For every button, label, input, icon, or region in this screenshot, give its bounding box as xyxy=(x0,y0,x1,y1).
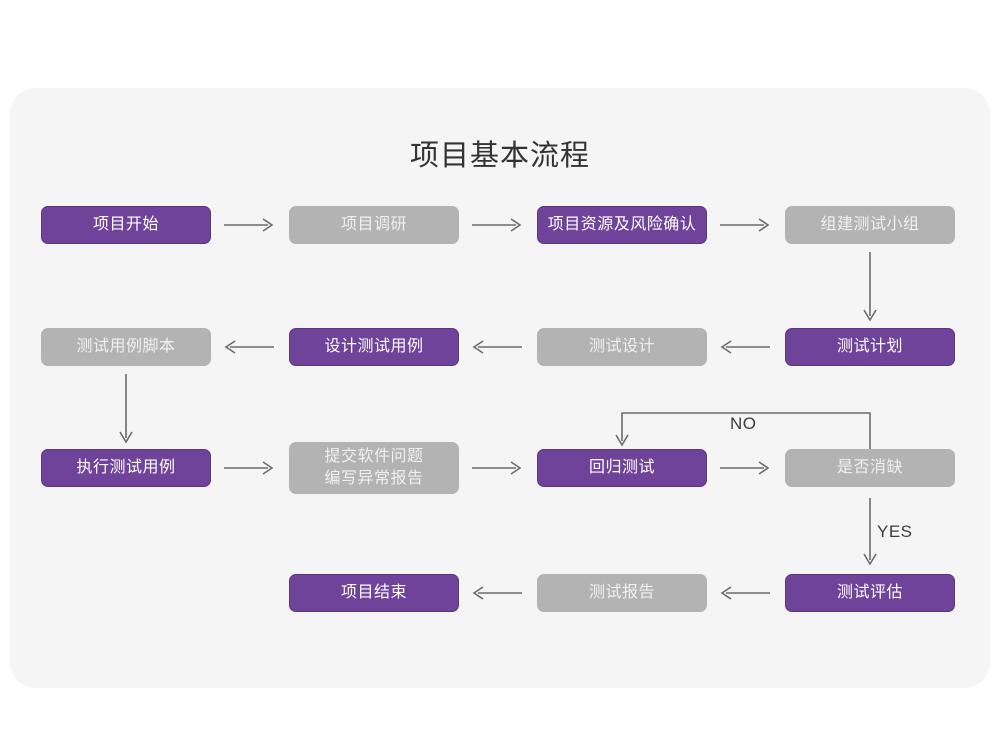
node-test-evaluation[interactable]: 测试评估 xyxy=(785,574,955,612)
edge-n6-n5 xyxy=(222,337,278,357)
node-test-plan[interactable]: 测试计划 xyxy=(785,328,955,366)
node-regression-test[interactable]: 回归测试 xyxy=(537,449,707,487)
node-submit-issue-report[interactable]: 提交软件问题 编写异常报告 xyxy=(289,442,459,494)
edge-n5-n9 xyxy=(114,372,138,450)
node-design-test-case[interactable]: 设计测试用例 xyxy=(289,328,459,366)
edge-n1-n2 xyxy=(222,215,278,235)
node-resource-risk-confirm[interactable]: 项目资源及风险确认 xyxy=(537,206,707,244)
node-test-report[interactable]: 测试报告 xyxy=(537,574,707,612)
edge-n10-n11 xyxy=(470,458,526,478)
edge-n14-n13 xyxy=(470,583,526,603)
edge-n8-n7 xyxy=(718,337,774,357)
node-project-end[interactable]: 项目结束 xyxy=(289,574,459,612)
edge-label-yes: YES xyxy=(877,522,913,541)
edge-n3-n4 xyxy=(718,215,774,235)
node-test-design[interactable]: 测试设计 xyxy=(537,328,707,366)
edge-n15-n14 xyxy=(718,583,774,603)
node-build-test-team[interactable]: 组建测试小组 xyxy=(785,206,955,244)
edge-n12-n11-no xyxy=(610,405,900,455)
edge-n12-n15-yes xyxy=(858,496,882,574)
node-project-start[interactable]: 项目开始 xyxy=(41,206,211,244)
edge-n2-n3 xyxy=(470,215,526,235)
edge-label-no: NO xyxy=(730,414,757,433)
node-project-research[interactable]: 项目调研 xyxy=(289,206,459,244)
node-test-case-script[interactable]: 测试用例脚本 xyxy=(41,328,211,366)
edge-n4-n8 xyxy=(858,250,882,328)
node-defect-resolved[interactable]: 是否消缺 xyxy=(785,449,955,487)
edge-n9-n10 xyxy=(222,458,278,478)
page-title: 项目基本流程 xyxy=(409,140,590,172)
edge-n7-n6 xyxy=(470,337,526,357)
node-execute-test-case[interactable]: 执行测试用例 xyxy=(41,449,211,487)
edge-n11-n12 xyxy=(718,458,774,478)
